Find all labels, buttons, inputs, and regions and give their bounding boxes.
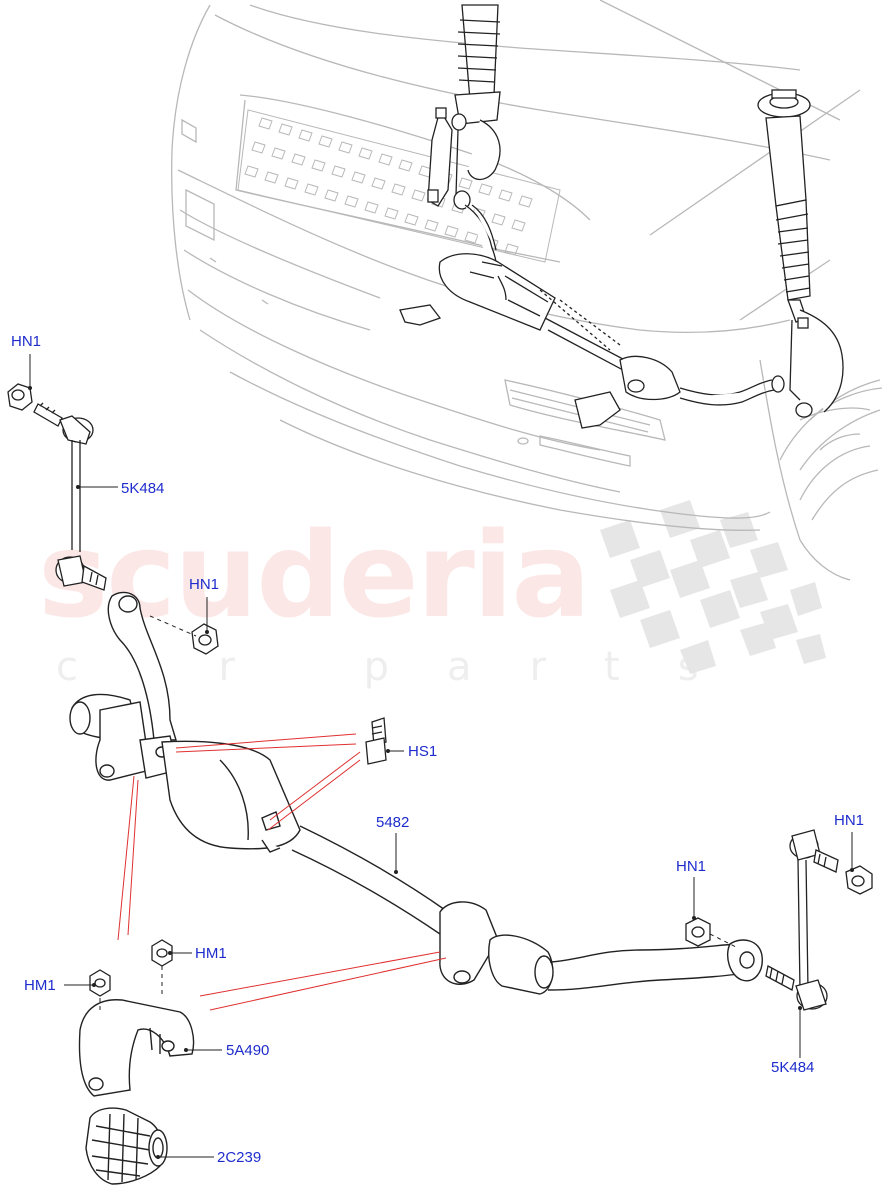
callout-hn1-mid-left: HN1 (189, 576, 220, 593)
callout-hn1-right-mid: HN1 (676, 858, 707, 875)
link-5k484-left (33, 402, 107, 591)
hn1-nut-top-left (7, 383, 33, 411)
hm1-nut-left (89, 969, 111, 997)
callout-hn1-right-top: HN1 (834, 812, 865, 829)
callout-hm1-left: HM1 (24, 977, 56, 994)
link-5k484-right (765, 829, 839, 1011)
leader-dots (28, 386, 854, 1159)
vehicle-outline (171, 0, 882, 581)
hs1-bolt (365, 717, 387, 765)
vehicle-grille (237, 109, 561, 263)
bush-2c239 (85, 1107, 168, 1185)
leader-lines (29, 354, 853, 1158)
hn1-nut-right-top (845, 865, 873, 895)
hn1-nut-mid-left (191, 623, 219, 655)
callout-hs1: HS1 (408, 743, 438, 760)
checkered-flag-watermark (600, 500, 826, 674)
clamp-5a490 (78, 999, 195, 1097)
stabilizer-installed (399, 253, 785, 429)
hn1-nut-right-mid (685, 917, 711, 947)
callout-5a490: 5A490 (226, 1042, 270, 1059)
callout-5k484-top: 5K484 (121, 480, 165, 497)
strut-right (757, 89, 844, 418)
callout-2c239: 2C239 (217, 1149, 262, 1166)
reference-lines (117, 733, 447, 1011)
callout-hn1-top-left: HN1 (11, 333, 42, 350)
hm1-nut-center (151, 939, 173, 967)
callout-hm1-center: HM1 (195, 945, 227, 962)
stabilizer-bar-5482 (69, 591, 763, 995)
callout-5482: 5482 (376, 814, 410, 831)
callout-5k484-bottom: 5K484 (771, 1059, 815, 1076)
